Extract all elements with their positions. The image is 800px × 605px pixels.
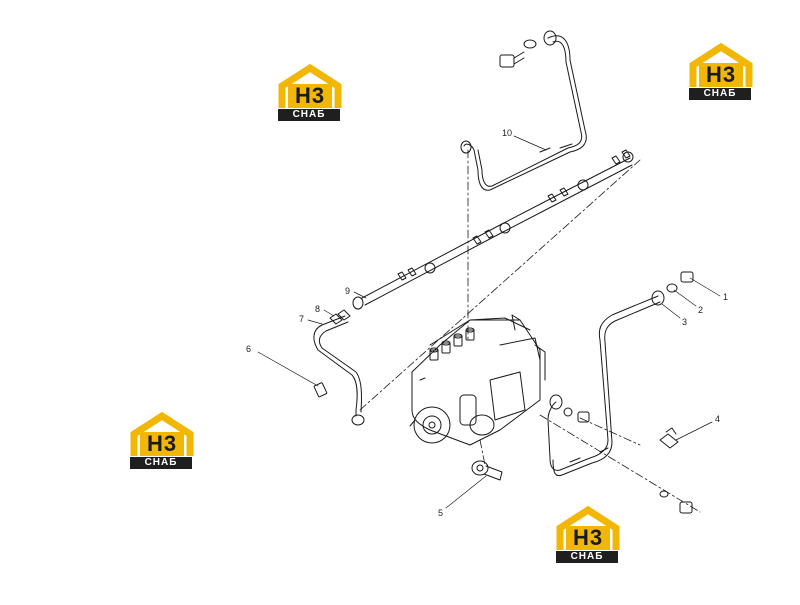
injection-pump-body — [409, 314, 546, 446]
callout-8: 8 — [315, 304, 320, 314]
callout-5: 5 — [438, 508, 443, 518]
callouts: 1 2 3 4 5 6 7 8 9 10 — [246, 128, 728, 518]
logo-word: СНАБ — [556, 551, 618, 563]
logo-letters: H3 — [146, 431, 178, 456]
watermark-logo: H3 СНАБ — [556, 506, 620, 564]
logo-word: СНАБ — [689, 88, 751, 100]
logo-letters: H3 — [705, 62, 737, 87]
logo-letters: H3 — [572, 525, 604, 550]
leader-lines — [257, 135, 721, 509]
callout-9: 9 — [345, 286, 350, 296]
pipe-part-7 — [313, 309, 365, 426]
logo-word: СНАБ — [130, 457, 192, 469]
callout-7: 7 — [299, 314, 304, 324]
logo-word: СНАБ — [278, 109, 340, 121]
banjo-bolt-top — [499, 39, 537, 68]
callout-10: 10 — [502, 128, 512, 138]
watermark-logo: H3 СНАБ — [689, 43, 753, 101]
watermark-logo: H3 СНАБ — [130, 412, 194, 470]
banjo-part-5 — [471, 460, 503, 481]
center-lines — [359, 149, 701, 513]
callout-3: 3 — [682, 317, 687, 327]
pipe-part-4 — [547, 290, 665, 477]
callout-2: 2 — [698, 305, 703, 315]
leak-off-pipe — [352, 149, 634, 310]
pipe-part-10 — [460, 30, 587, 191]
callout-1: 1 — [723, 292, 728, 302]
watermark-logo: H3 СНАБ — [278, 64, 342, 122]
bolts-right — [563, 271, 694, 514]
callout-6: 6 — [246, 344, 251, 354]
callout-4: 4 — [715, 414, 720, 424]
logo-letters: H3 — [294, 83, 326, 108]
clamp-part-4 — [659, 427, 679, 449]
sleeve-part-6 — [313, 382, 328, 398]
